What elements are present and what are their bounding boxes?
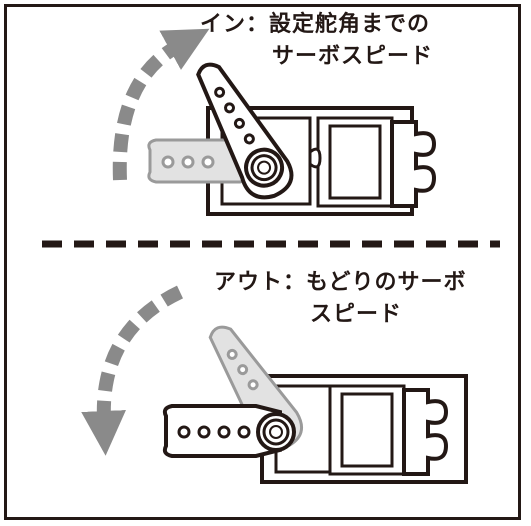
caption-in-line2: サーボスピード (272, 44, 434, 69)
servo-horn-returned-bottom (162, 404, 296, 458)
caption-in-line1: イン：設定舵角までの (200, 12, 431, 37)
caption-out-line2: スピード (310, 302, 403, 327)
caption-out-line1: アウト：もどりのサーボ (214, 270, 467, 295)
rotation-arrow-in (112, 28, 210, 181)
servo-horn-rotated-top (196, 62, 294, 200)
rotation-arrow-out (81, 285, 184, 456)
